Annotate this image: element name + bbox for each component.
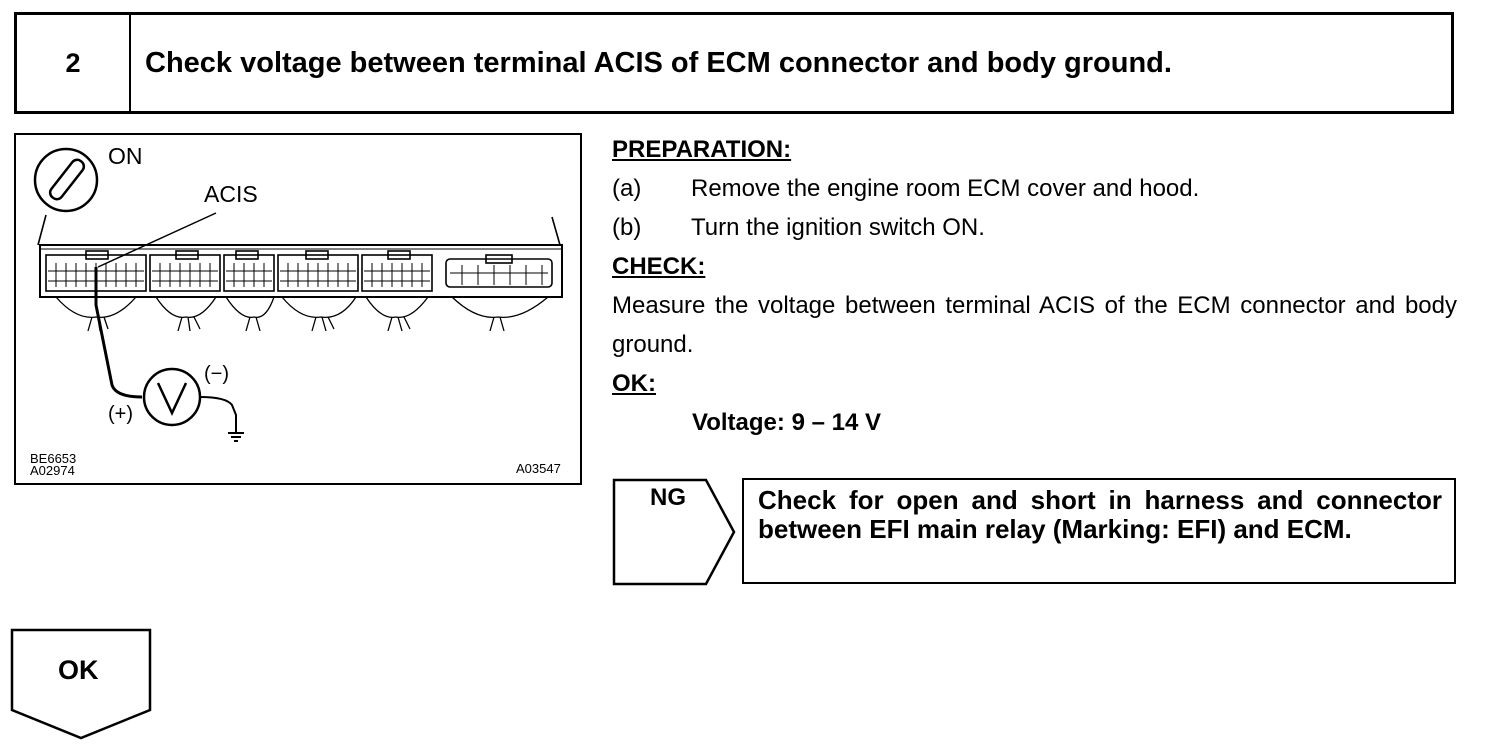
figure-code: BE6653 — [30, 451, 77, 466]
list-item: (b) Turn the ignition switch ON. — [612, 208, 1457, 247]
step-text: Turn the ignition switch ON. — [691, 214, 985, 241]
acis-terminal-label: ACIS — [204, 181, 258, 207]
voltmeter-icon — [142, 367, 237, 433]
check-heading: CHECK: — [612, 253, 706, 280]
diagram-drawing — [33, 147, 563, 442]
negative-probe-label: (−) — [204, 363, 229, 385]
ng-label: NG — [650, 484, 686, 511]
figure-code: A02974 — [30, 463, 75, 478]
ground-icon — [228, 432, 244, 442]
ok-spec: Voltage: 9 – 14 V — [692, 409, 881, 436]
list-item: (a) Remove the engine room ECM cover and… — [612, 169, 1457, 208]
preparation-heading: PREPARATION: — [612, 136, 792, 163]
ng-arrow-shape — [612, 478, 736, 586]
ignition-on-label: ON — [108, 143, 143, 169]
ok-heading: OK: — [612, 370, 656, 397]
ignition-key-icon — [33, 147, 99, 213]
instructions: PREPARATION: (a) Remove the engine room … — [612, 130, 1457, 442]
step-header: 2 Check voltage between terminal ACIS of… — [14, 12, 1454, 114]
check-text: Measure the voltage between terminal ACI… — [612, 292, 1457, 358]
step-label: (b) — [612, 214, 642, 241]
ok-arrow-shape — [10, 628, 152, 740]
step-title: Check voltage between terminal ACIS of E… — [145, 46, 1172, 79]
ng-action-box: Check for open and short in harness and … — [742, 478, 1456, 584]
step-number: 2 — [17, 15, 131, 111]
ecm-diagram: ON ACIS (−) (+) BE6653 A02974 A03547 — [14, 133, 582, 485]
positive-probe-label: (+) — [108, 403, 133, 425]
ok-label: OK — [58, 655, 99, 685]
figure-code: A03547 — [516, 461, 561, 476]
step-text: Remove the engine room ECM cover and hoo… — [691, 175, 1200, 202]
ecm-connector-icon — [37, 212, 563, 399]
step-label: (a) — [612, 175, 642, 202]
